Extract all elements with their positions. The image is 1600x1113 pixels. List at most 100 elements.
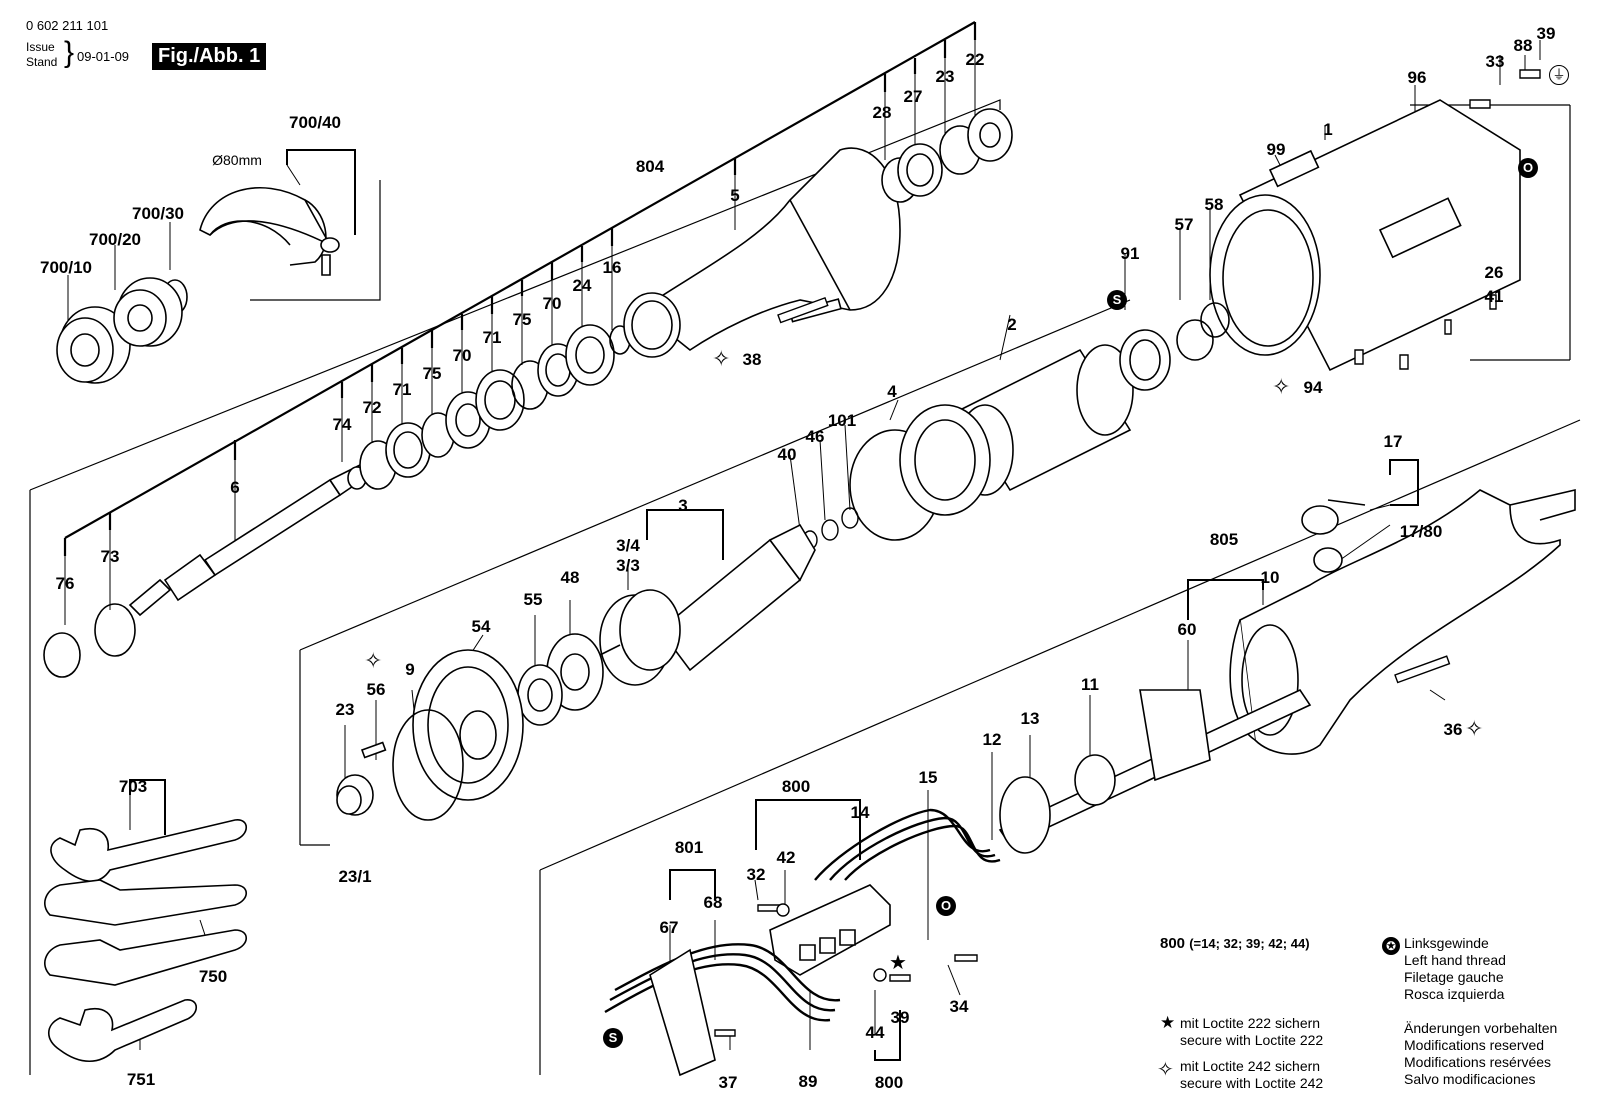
part-label-13: 13 xyxy=(1020,709,1040,728)
part-label-10: 10 xyxy=(1260,568,1280,587)
legend-left-thread-fr: Filetage gauche xyxy=(1404,969,1504,985)
part-label-5: 5 xyxy=(730,186,740,205)
loctite-222-marker-39: ★ xyxy=(889,952,907,974)
part-label-75-a: 75 xyxy=(512,310,532,329)
part-label-700-40: 700/40 xyxy=(289,113,341,132)
brace-symbol: } xyxy=(64,36,75,69)
part-label-751: 751 xyxy=(126,1070,156,1089)
part-label-700-30: 700/30 xyxy=(132,204,184,223)
part-label-75-b: 75 xyxy=(422,364,442,383)
motor-housing-1 xyxy=(1210,100,1520,370)
collet-nut-700-10 xyxy=(57,278,182,383)
part-label-23-mid: 23 xyxy=(335,700,355,719)
part-label-96: 96 xyxy=(1407,68,1427,87)
o-marker-upper: O xyxy=(1518,158,1538,178)
cable-clamp-17 xyxy=(1302,500,1365,572)
part-label-71-a: 71 xyxy=(482,328,502,347)
legend-loctite-242: mit Loctite 242 sichern secure with Loct… xyxy=(1180,1058,1323,1092)
shaft-11-13 xyxy=(1000,690,1310,853)
part-label-67: 67 xyxy=(659,918,679,937)
part-label-700-10: 700/10 xyxy=(40,258,92,277)
legend-loctite-222-en: secure with Loctite 222 xyxy=(1180,1032,1324,1048)
ground-icon: ⏚ xyxy=(1549,65,1569,85)
outline-star-icon: ✧ xyxy=(1157,1059,1174,1081)
part-label-2: 2 xyxy=(1007,315,1017,334)
bearing-48-55 xyxy=(518,634,603,725)
issue-label: Issue xyxy=(26,40,55,54)
part-label-74: 74 xyxy=(332,415,352,434)
bearing-stack-70-75 xyxy=(360,325,630,489)
part-label-28: 28 xyxy=(872,103,892,122)
group-bracket-804 xyxy=(65,22,975,556)
loctite-242-marker-38: ✧ xyxy=(712,346,731,371)
part-label-4: 4 xyxy=(887,382,897,401)
part-label-42: 42 xyxy=(776,848,796,867)
part-label-58: 58 xyxy=(1204,195,1224,214)
legend-modifications: Änderungen vorbehalten Modifications res… xyxy=(1404,1020,1557,1088)
parts-23-56 xyxy=(337,742,385,815)
handle-10 xyxy=(1230,490,1575,754)
part-label-805: 805 xyxy=(1209,530,1239,549)
ring-4 xyxy=(850,405,990,540)
part-label-700-20: 700/20 xyxy=(89,230,141,249)
part-label-56: 56 xyxy=(366,680,386,699)
part-label-33: 33 xyxy=(1485,52,1505,71)
part-label-3-3: 3/3 xyxy=(616,556,640,575)
part-label-703: 703 xyxy=(118,777,148,796)
part-label-70-a: 70 xyxy=(542,294,562,313)
legend-left-thread-en: Left hand thread xyxy=(1404,952,1506,968)
part-label-57: 57 xyxy=(1174,215,1194,234)
part-label-37: 37 xyxy=(718,1073,738,1092)
figure-badge: Fig./Abb. 1 xyxy=(152,43,267,70)
wrenches xyxy=(45,820,246,1061)
legend-loctite-222-de: mit Loctite 222 sichern xyxy=(1180,1015,1321,1031)
issue-date: 09-01-09 xyxy=(77,49,130,64)
part-label-12: 12 xyxy=(982,730,1002,749)
part-label-23-top: 23 xyxy=(935,67,955,86)
part-label-70-b: 70 xyxy=(452,346,472,365)
part-label-14: 14 xyxy=(850,803,870,822)
spindle-6 xyxy=(130,465,366,615)
part-label-23-1: 23/1 xyxy=(338,867,372,886)
part-label-17: 17 xyxy=(1383,432,1403,451)
part-label-101: 101 xyxy=(827,411,857,430)
part-label-22: 22 xyxy=(965,50,985,69)
part-label-88: 88 xyxy=(1513,36,1533,55)
loctite-242-marker-56: ✧ xyxy=(364,648,383,673)
part-label-801: 801 xyxy=(674,838,704,857)
part-label-46: 46 xyxy=(805,427,825,446)
part-label-44: 44 xyxy=(865,1023,885,1042)
part-label-99: 99 xyxy=(1266,140,1286,159)
legend-left-thread: Linksgewinde Left hand thread Filetage g… xyxy=(1404,935,1506,1003)
part-label-34: 34 xyxy=(949,997,969,1016)
part-label-26: 26 xyxy=(1484,263,1504,282)
part-label-11: 11 xyxy=(1081,675,1099,694)
part-label-1: 1 xyxy=(1323,120,1333,139)
part-label-750: 750 xyxy=(198,967,228,986)
switch-14 xyxy=(770,885,890,975)
part-label-3: 3 xyxy=(678,496,688,515)
panel-frames xyxy=(30,100,1580,1075)
legend-loctite-242-en: secure with Loctite 242 xyxy=(1180,1075,1324,1091)
part-label-89: 89 xyxy=(798,1072,818,1091)
legend-set-800-number: 800 xyxy=(1160,935,1186,952)
part-label-15: 15 xyxy=(918,768,938,787)
document-number: 0 602 211 101 xyxy=(26,18,109,33)
bearing-plate-22-28 xyxy=(882,109,1012,202)
legend-modifications-fr: Modifications resérvées xyxy=(1404,1054,1552,1070)
part-label-24: 24 xyxy=(572,276,592,295)
flange-housing-5 xyxy=(624,148,900,357)
part-label-72: 72 xyxy=(362,398,382,417)
part-label-48: 48 xyxy=(560,568,580,587)
part-label-804: 804 xyxy=(635,157,665,176)
stand-label: Stand xyxy=(26,55,58,69)
legend-set-800-contents: (=14; 32; 39; 42; 44) xyxy=(1189,936,1310,951)
part-label-36: 36 xyxy=(1443,720,1463,739)
s-marker-upper: S xyxy=(1107,290,1127,310)
part-label-16: 16 xyxy=(602,258,622,277)
part-label-800-top: 800 xyxy=(781,777,811,796)
left-thread-icon: ✪ xyxy=(1382,937,1400,955)
legend-modifications-de: Änderungen vorbehalten xyxy=(1404,1020,1558,1036)
